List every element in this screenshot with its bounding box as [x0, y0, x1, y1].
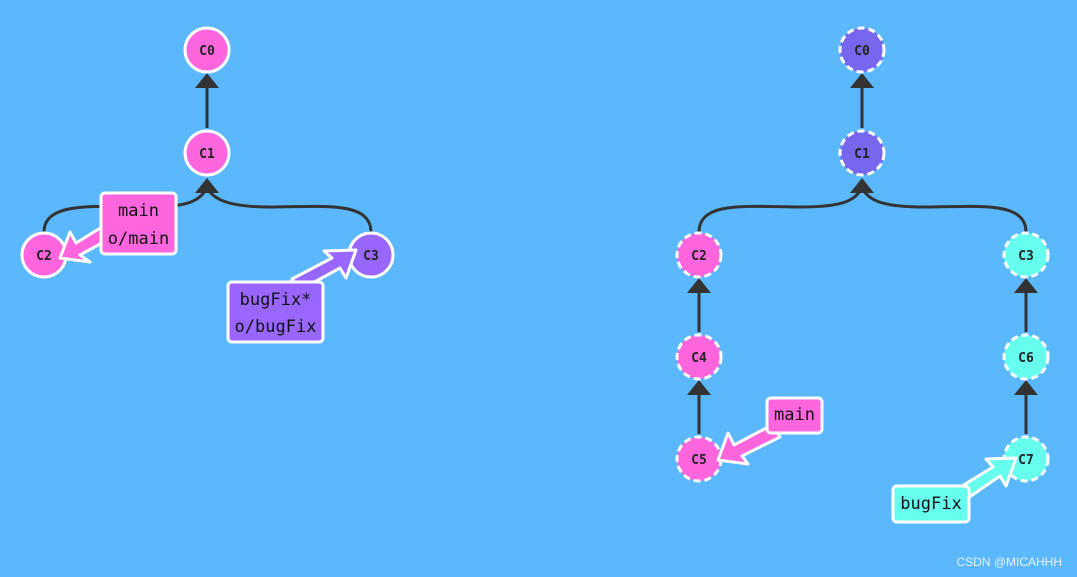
commit-label: C3 — [363, 249, 379, 264]
branch-name: bugFix* — [240, 290, 312, 310]
edge-c2-c1 — [697, 187, 864, 233]
commit-label: C3 — [1018, 249, 1034, 264]
edge-c3-c1 — [860, 187, 1028, 233]
remote-commit-c2[interactable]: C2 — [675, 231, 723, 279]
commit-c0[interactable]: C0 — [183, 26, 231, 74]
commit-label: C2 — [691, 249, 707, 264]
branch-label-main[interactable]: main — [765, 396, 824, 435]
commit-label: C2 — [36, 249, 52, 264]
commit-c2[interactable]: C2 — [20, 231, 68, 279]
edge-arrowhead — [1014, 380, 1038, 395]
remote-branch-name: o/main — [108, 229, 169, 249]
branch-name: main — [774, 405, 815, 425]
commit-label: C1 — [199, 147, 215, 162]
edge-arrowhead — [195, 178, 219, 193]
branch-label-bugfix[interactable]: bugFix* o/bugFix — [226, 280, 325, 344]
branch-name: main — [118, 201, 159, 221]
edge-arrowhead — [850, 73, 874, 88]
commit-label: C0 — [199, 44, 215, 59]
remote-commit-c0[interactable]: C0 — [838, 26, 886, 74]
remote-commit-c1[interactable]: C1 — [838, 129, 886, 177]
remote-commit-c6[interactable]: C6 — [1002, 333, 1050, 381]
edge-arrowhead — [850, 178, 874, 193]
remote-commit-c4[interactable]: C4 — [675, 333, 723, 381]
commit-label: C7 — [1018, 453, 1034, 468]
branch-label-main[interactable]: main o/main — [99, 191, 178, 256]
branch-name: bugFix — [900, 494, 961, 514]
commit-label: C4 — [691, 351, 707, 366]
edge-arrowhead — [687, 278, 711, 293]
remote-commit-c3[interactable]: C3 — [1002, 231, 1050, 279]
commit-label: C1 — [854, 147, 870, 162]
edge-arrowhead — [687, 380, 711, 395]
remote-graph: C0 C1 C2 C3 C4 C5 C6 C7 — [675, 26, 1050, 524]
local-graph: C0 C1 C2 C3 main o/main bugFix* — [20, 26, 395, 344]
branch-label-bugfix[interactable]: bugFix — [891, 484, 971, 524]
edge-arrowhead — [195, 73, 219, 88]
watermark: CSDN @MICAHHH — [956, 555, 1062, 569]
commit-label: C5 — [691, 453, 707, 468]
remote-commit-c5[interactable]: C5 — [675, 435, 723, 483]
remote-branch-name: o/bugFix — [235, 317, 317, 337]
branch-pointer-bugfix — [290, 248, 358, 292]
commit-label: C0 — [854, 44, 870, 59]
commit-label: C6 — [1018, 351, 1034, 366]
branch-pointer-main — [716, 423, 782, 466]
edge-c3-c1 — [205, 187, 373, 233]
commit-c1[interactable]: C1 — [183, 129, 231, 177]
edge-arrowhead — [1014, 278, 1038, 293]
